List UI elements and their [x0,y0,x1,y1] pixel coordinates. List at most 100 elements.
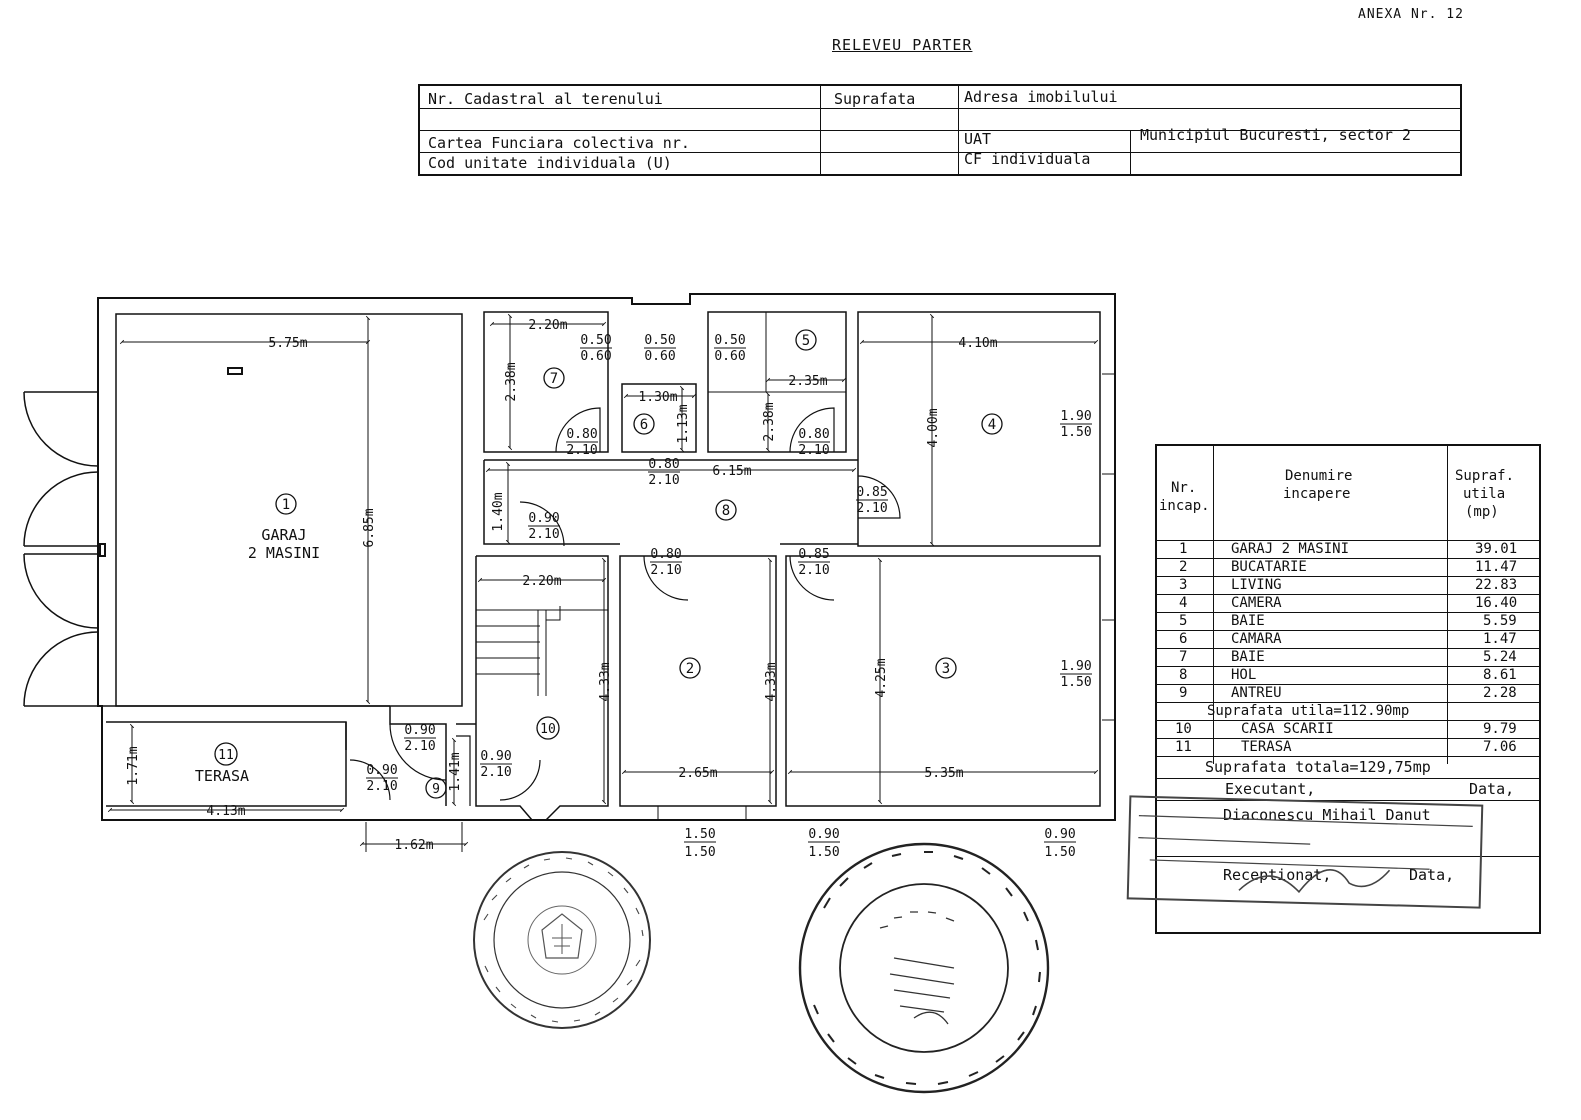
dim-r7-depth: 2.38m [504,362,519,401]
dim-r3-width: 5.35m [924,766,963,781]
room-10-wall [475,555,609,821]
legend-row: 4 CAMERA 16.40 [1179,595,1518,611]
dim-stair-depth: 4.33m [598,662,613,701]
dim-garage-depth: 6.85m [362,508,377,547]
room-4-number: 4 [988,417,996,433]
room-3-wall [785,555,1101,807]
legend-row: 5 BAIE 5.59 [1179,613,1517,629]
legend-row: 8 HOL 8.61 [1179,667,1517,683]
door-11-width: 0.90 [366,763,397,778]
door-4-width: 0.85 [856,485,887,500]
legend-row: 10 CASA SCARII 9.79 [1175,721,1517,737]
door-2-height: 2.10 [650,563,681,578]
window-3b-width: 0.90 [1044,827,1075,842]
hall-wall [483,459,858,545]
room-11-number: 11 [218,748,234,763]
room-2-wall [619,555,777,807]
unit-code-label: Cod unitate individuala (U) [428,154,672,172]
window-3-height: 1.50 [1060,675,1091,690]
office-stamp [1126,795,1484,909]
room-4-wall [857,311,1101,547]
floor-plan: 1 GARAJ 2 MASINI 7 6 5 4 8 10 2 3 11 TER… [23,293,1116,1094]
legend-col-area-2: utila [1463,486,1506,502]
door-2-width: 0.80 [650,547,681,562]
dim-r5-width: 2.35m [788,374,827,389]
window-3a-height: 1.50 [808,845,839,860]
legend-col-name: Denumire [1285,468,1353,484]
dim-terrace-depth: 1.71m [126,746,141,785]
cadastral-label: Nr. Cadastral al terenului [428,90,663,108]
door-10a-width: 0.90 [404,723,435,738]
room-5-number: 5 [802,333,810,349]
door-6-width: 0.80 [648,457,679,472]
dim-stair-width: 2.20m [522,574,561,589]
room-9-wall [345,706,476,806]
legend-col-name-2: incapere [1283,486,1351,502]
window-5-width: 0.50 [714,333,745,348]
window-2-height: 1.50 [684,845,715,860]
legend-row: 11 TERASA 7.06 [1175,739,1517,755]
receptionat-date-label: Data, [1409,866,1455,884]
door-10b-height: 2.10 [480,765,511,780]
uat-label: UAT [964,130,992,148]
dim-r5-depth: 2.38m [762,402,777,441]
dim-r4-depth: 4.00m [926,408,941,447]
legend-row: 6 CAMARA 1.47 [1179,631,1517,647]
window-7-height: 0.60 [580,349,611,364]
door-5-width: 0.80 [798,427,829,442]
dim-r7-width: 2.20m [528,318,567,333]
cf-collective-label: Cartea Funciara colectiva nr. [428,134,690,152]
dim-garage-width: 5.75m [268,336,307,351]
dim-r6-depth: 1.13m [676,404,691,443]
room-11-wall [102,705,390,807]
door-7-width: 0.80 [566,427,597,442]
door-5-height: 2.10 [798,443,829,458]
garage-door-lower [23,553,99,707]
dim-entry-depth: 1.41m [448,752,463,791]
room-6-number: 6 [640,417,648,433]
legend-row: 7 BAIE 5.24 [1179,649,1517,665]
address-label: Adresa imobilului [964,88,1118,106]
dim-entry-width: 1.62m [394,838,433,853]
door-6-height: 2.10 [648,473,679,488]
dim-hall-length: 6.15m [712,464,751,479]
legend-col-nr: Nr. [1171,480,1197,496]
door-9a-height: 2.10 [528,527,559,542]
dim-r2-depth: 4.33m [764,662,779,701]
room-7-wall [483,311,609,453]
garage-inner-wall [115,313,463,707]
legend-row: 9 ANTREU 2.28 [1179,685,1517,701]
legend-row: 2 BUCATARIE 11.47 [1179,559,1518,575]
room-2-number: 2 [686,661,694,677]
legend-grand-total: Suprafata totala=129,75mp [1205,758,1431,776]
dim-r2-width: 2.65m [678,766,717,781]
room-8-number: 8 [722,503,730,519]
legend-col-area: Supraf. [1455,468,1515,484]
rooms-legend-table: Nr. incap. Denumire incapere Supraf. uti… [1155,444,1541,934]
room-5-wall [707,311,847,453]
window-6-width: 0.50 [644,333,675,348]
legend-col-nr-2: incap. [1159,498,1210,514]
door-3-height: 2.10 [798,563,829,578]
room-9-number: 9 [432,782,440,797]
door-9a-width: 0.90 [528,511,559,526]
room-3-number: 3 [942,661,950,677]
window-4-height: 1.50 [1060,425,1091,440]
dim-hall-depth: 1.40m [491,492,506,531]
room-1-number: 1 [282,497,290,513]
door-11-height: 2.10 [366,779,397,794]
room-1-name-line2: 2 MASINI [248,544,320,562]
door-3-width: 0.85 [798,547,829,562]
window-4-width: 1.90 [1060,409,1091,424]
executant-label: Executant, [1225,780,1316,798]
receptionat-label: Receptionat, [1223,866,1332,884]
window-7-width: 0.50 [580,333,611,348]
annex-label: ANEXA Nr. 12 [1358,7,1464,22]
window-2-width: 1.50 [684,827,715,842]
dim-r4-width: 4.10m [958,336,997,351]
door-10b-width: 0.90 [480,749,511,764]
door-10a-height: 2.10 [404,739,435,754]
round-stamp-left [473,851,651,1029]
round-stamp-right [798,842,1050,1094]
